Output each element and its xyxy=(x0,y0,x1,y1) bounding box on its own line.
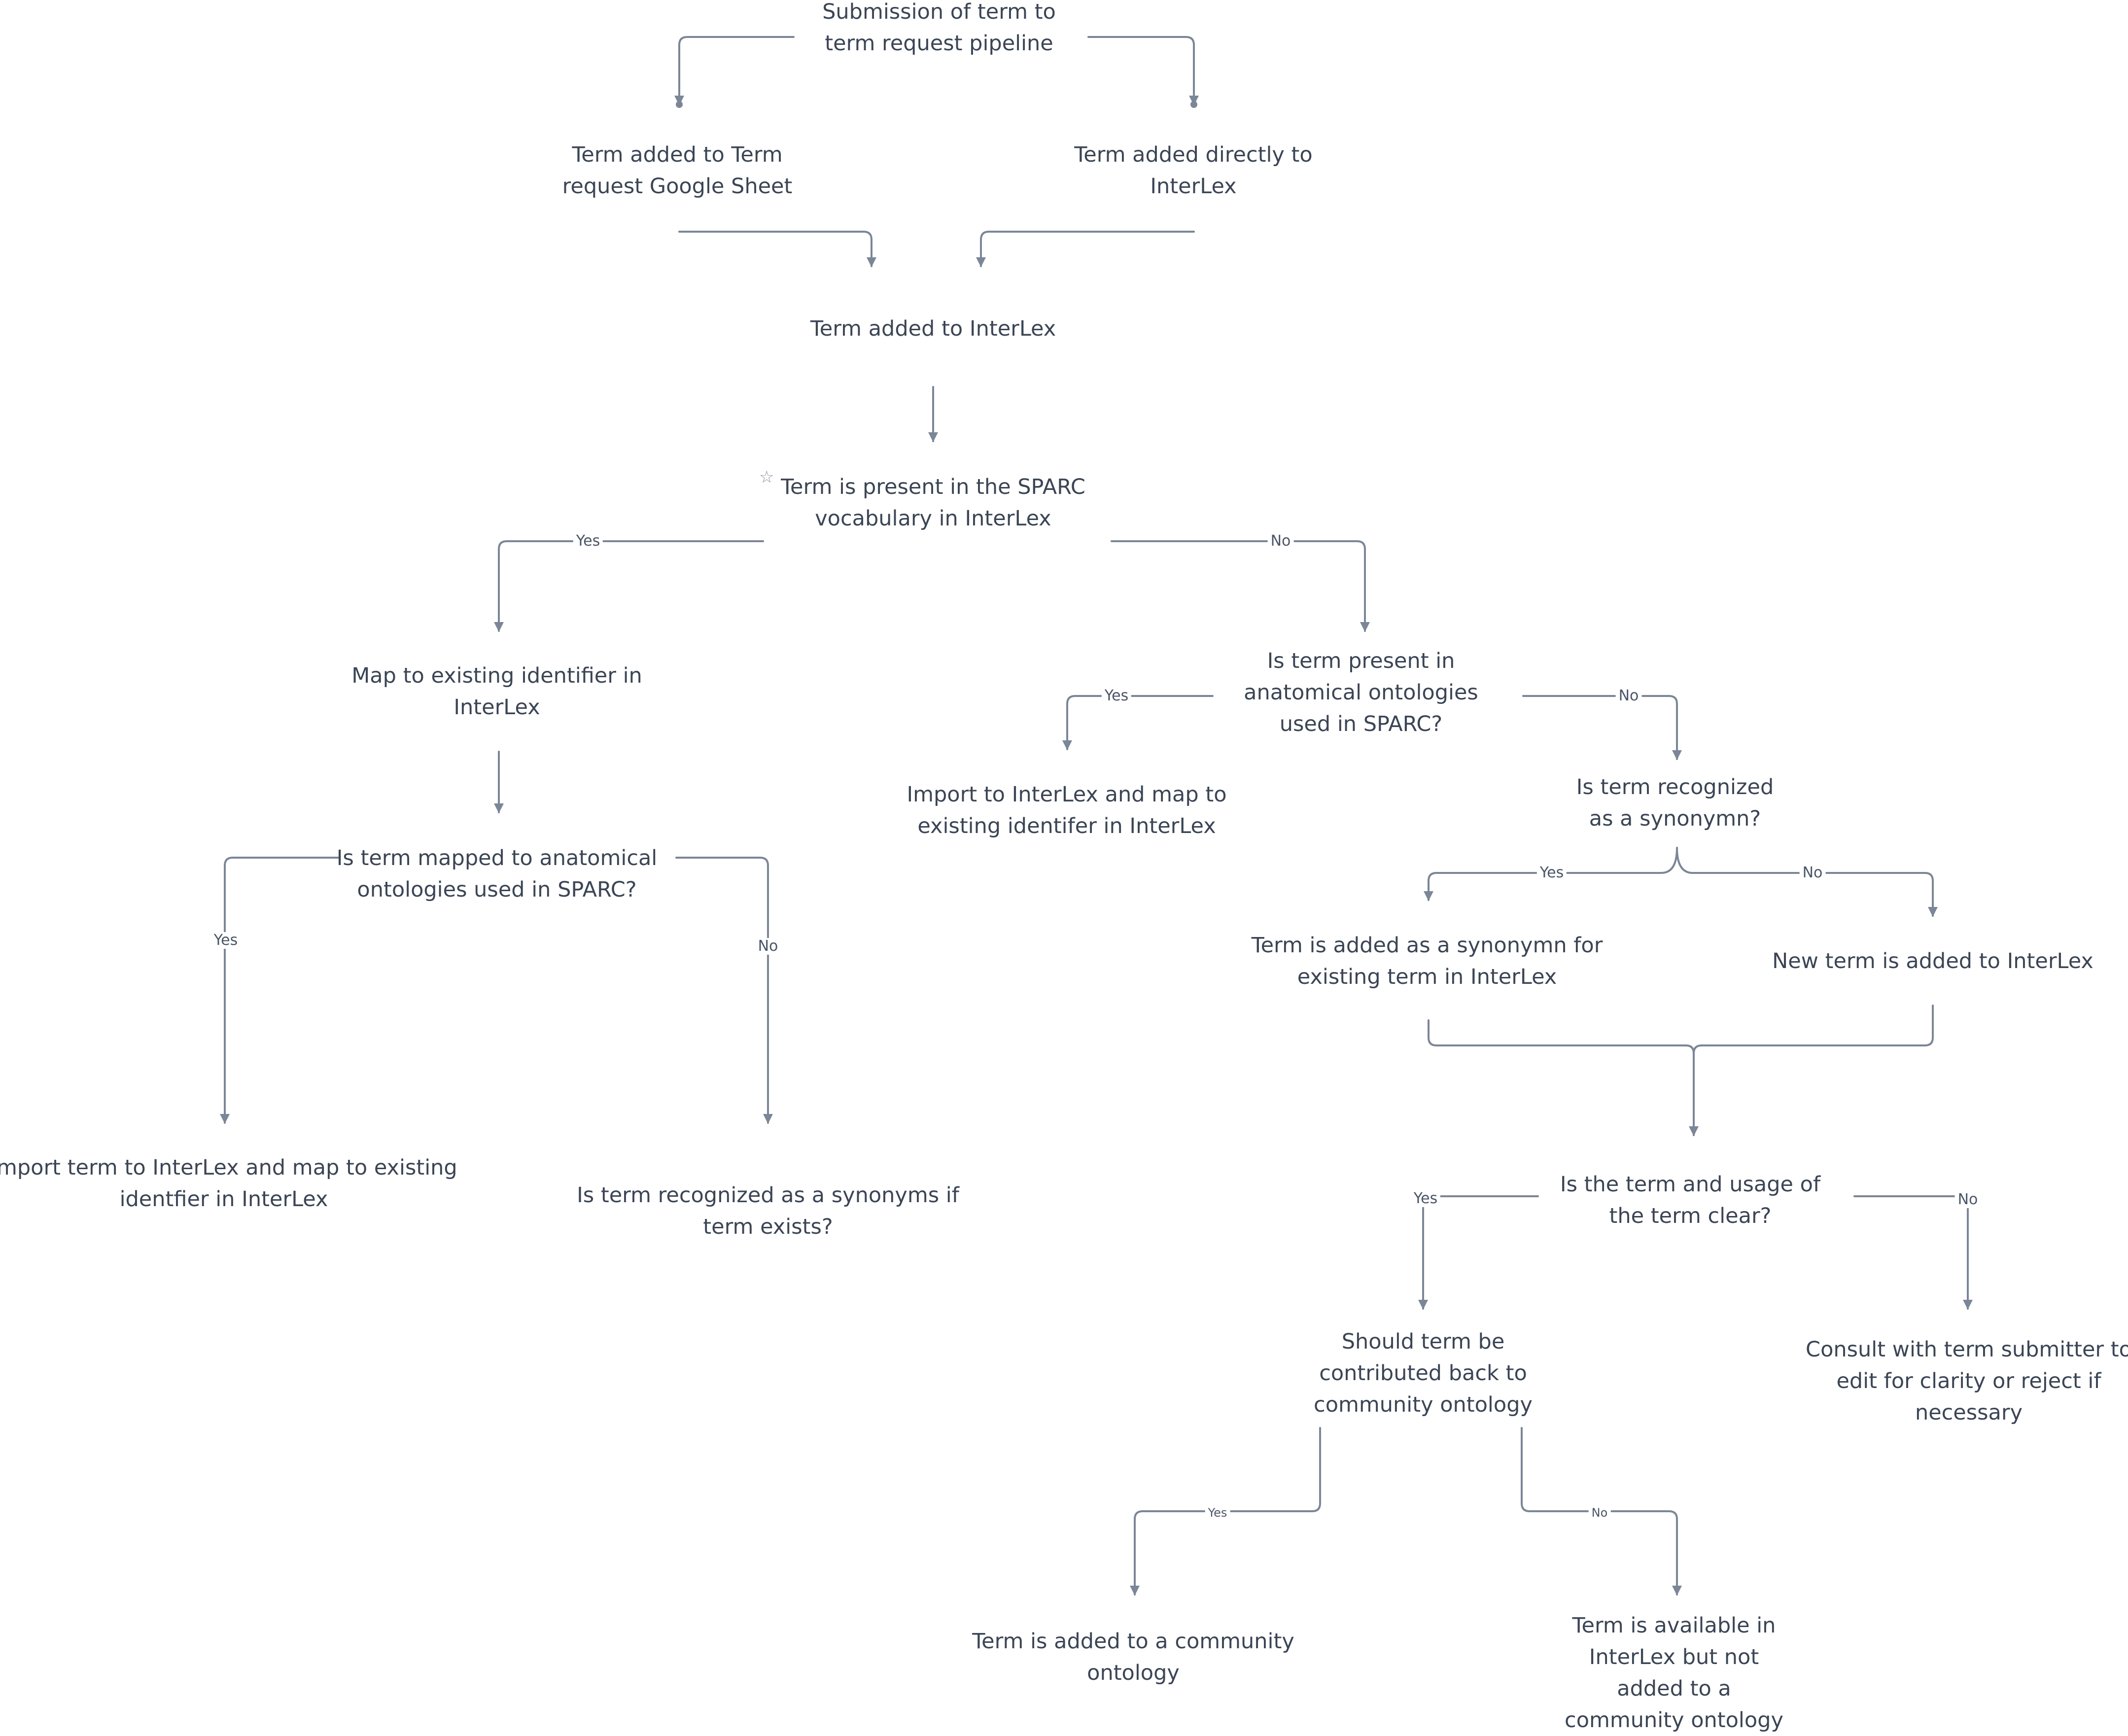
edge-present-yes xyxy=(1062,695,1214,750)
node-recognized-synonymn: Is term recognized as a synonymn? xyxy=(1576,775,1774,831)
edge-label-no: No xyxy=(1615,688,1642,704)
node-available-not-added: Term is available in InterLex but not ad… xyxy=(1565,1613,1783,1733)
node-recognized-synonyms: Is term recognized as a synonyms if term… xyxy=(577,1183,959,1239)
edge-label-no: No xyxy=(755,938,781,955)
node-added-synonymn: Term is added as a synonymn for existing… xyxy=(1251,933,1603,989)
node-added-directly: Term added directly to InterLex xyxy=(1074,142,1313,199)
edge-mapped-no xyxy=(675,857,773,1124)
connector-endpoint-dot xyxy=(1190,101,1197,108)
node-google-sheet: Term added to Term request Google Sheet xyxy=(562,142,793,199)
edge-sparc-yes xyxy=(494,540,764,632)
node-sparc-vocabulary: Term is present in the SPARC vocabulary … xyxy=(781,475,1085,531)
edge-label-yes: Yes xyxy=(1410,1190,1441,1207)
node-import-term-map: Import term to InterLex and map to exist… xyxy=(0,1155,457,1212)
node-present-anatomical: Is term present in anatomical ontologies… xyxy=(1244,649,1478,736)
edge-usage-no xyxy=(1853,1195,1973,1310)
edge-label-no: No xyxy=(1799,865,1826,881)
node-new-term: New term is added to InterLex xyxy=(1772,949,2093,973)
edge-label-no: No xyxy=(1588,1506,1611,1520)
edge-submission-to-directly xyxy=(1087,36,1199,105)
node-term-added-interlex: Term added to InterLex xyxy=(810,316,1056,341)
edge-label-no: No xyxy=(1954,1191,1981,1208)
edge-merge-synonymn xyxy=(1428,1019,1695,1054)
edge-merge-new xyxy=(1693,1005,1934,1054)
edge-label-yes: Yes xyxy=(1101,688,1132,704)
edge-sheet-to-added xyxy=(678,231,876,267)
star-icon: ☆ xyxy=(759,467,774,487)
node-added-community: Term is added to a community ontology xyxy=(972,1629,1294,1685)
edge-recognized-no xyxy=(1676,847,1938,917)
edge-directly-to-added xyxy=(976,231,1195,267)
node-submission: Submission of term to term request pipel… xyxy=(822,0,1056,56)
edge-label-yes: Yes xyxy=(210,932,241,949)
connector-endpoint-dot xyxy=(676,101,683,108)
edge-submission-to-sheet xyxy=(674,36,795,105)
edge-label-yes: Yes xyxy=(1205,1506,1230,1520)
node-consult-submitter: Consult with term submitter to edit for … xyxy=(1806,1337,2128,1425)
edge-label-no: No xyxy=(1267,533,1294,550)
node-usage-clear: Is the term and usage of the term clear? xyxy=(1560,1172,1821,1228)
edge-mapped-yes xyxy=(220,857,340,1124)
node-import-existing-identifier: Import to InterLex and map to existing i… xyxy=(907,782,1227,838)
edge-present-no xyxy=(1522,695,1682,760)
node-map-existing-identifier: Map to existing identifier in InterLex xyxy=(351,663,642,720)
edge-label-yes: Yes xyxy=(1536,865,1567,881)
node-contributed-back: Should term be contributed back to commu… xyxy=(1314,1329,1533,1417)
node-mapped-anatomical: Is term mapped to anatomical ontologies … xyxy=(336,846,658,902)
edge-usage-yes xyxy=(1418,1195,1539,1310)
edge-label-yes: Yes xyxy=(573,533,603,550)
edge-sparc-no xyxy=(1111,540,1370,632)
